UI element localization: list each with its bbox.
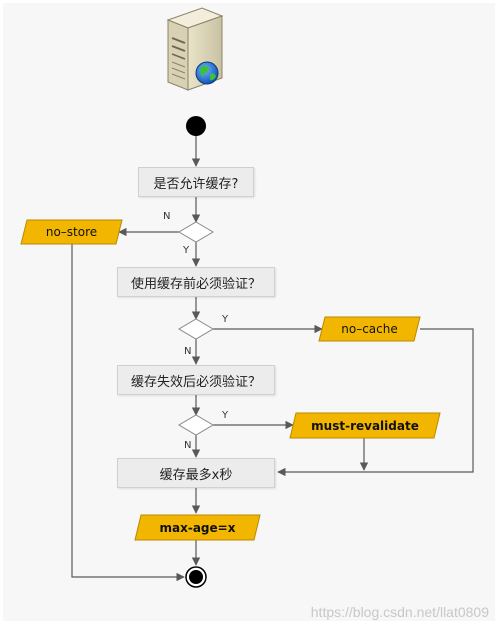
max-age-label: max-age=x <box>159 520 236 535</box>
validate-before-use-question: 使用缓存前必须验证？ <box>117 267 275 297</box>
edge-label-n1: N <box>163 211 171 222</box>
must-revalidate-label: must-revalidate <box>311 418 419 433</box>
decision-diamond-3 <box>178 414 214 436</box>
start-node-icon <box>186 116 206 136</box>
edge-label-n3: N <box>184 440 192 451</box>
no-cache-label: no–cache <box>341 322 398 336</box>
connectors <box>71 136 474 582</box>
allow-cache-question: 是否允许缓存? <box>138 167 254 197</box>
watermark: https://blog.csdn.net/llat0809 <box>310 604 489 620</box>
server-globe-icon <box>166 7 224 91</box>
edge-label-y3: Y <box>222 410 229 421</box>
edge-label-y1: Y <box>183 245 190 256</box>
no-store-label: no–store <box>45 225 98 239</box>
edge-label-y2: Y <box>222 314 229 325</box>
no-cache-shape <box>318 316 421 342</box>
edge-label-n2: N <box>184 346 192 357</box>
max-age-shape <box>134 514 261 541</box>
decision-diamond-2 <box>178 318 214 340</box>
must-revalidate-shape <box>289 412 441 439</box>
validate-after-expiry-question: 缓存失效后必须验证？ <box>117 365 275 395</box>
decision-diamond-1 <box>178 221 214 243</box>
no-store-shape <box>20 219 123 245</box>
cache-max-seconds-box: 缓存最多x秒 <box>117 458 275 488</box>
